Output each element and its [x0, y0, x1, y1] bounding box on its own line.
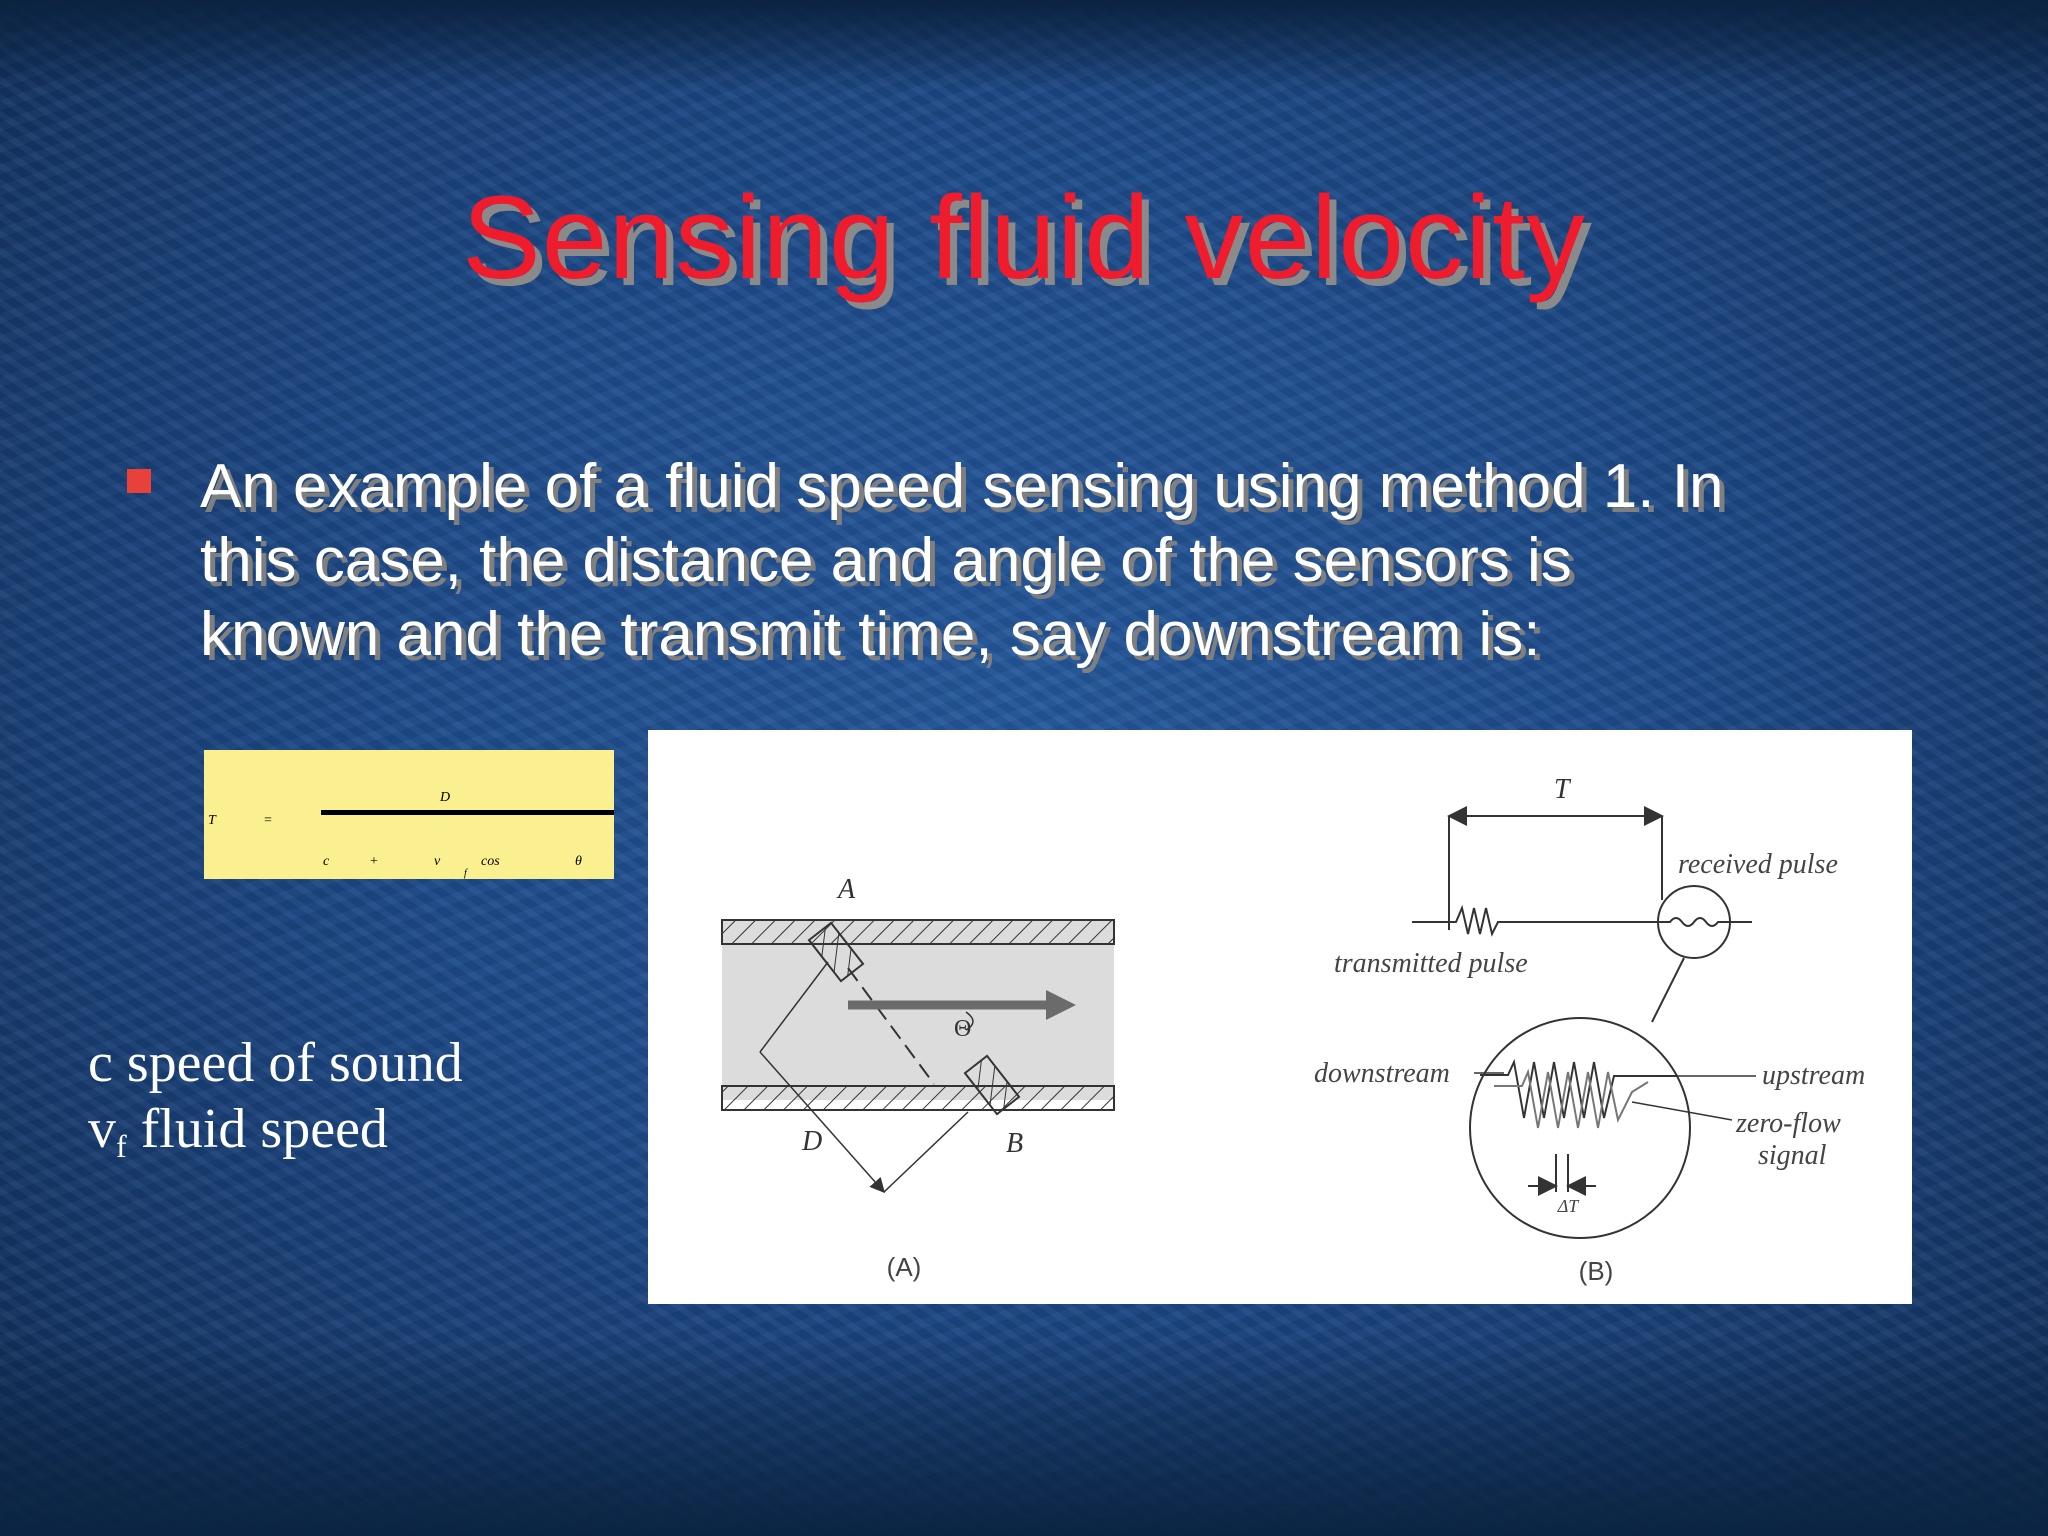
legend-line-c: c speed of sound — [88, 1032, 463, 1094]
transducer-a — [807, 921, 865, 983]
angle-arc — [965, 1011, 974, 1031]
label-downstream: downstream — [1314, 1058, 1450, 1089]
slide-title: Sensing fluid velocity — [462, 172, 1586, 304]
label-received: received pulse — [1678, 849, 1838, 880]
equation-equals: = — [264, 813, 272, 828]
dimension-d — [759, 1051, 885, 1194]
label-b: B — [1006, 1128, 1023, 1159]
equation-den-plus: + — [370, 854, 378, 869]
legend-sub: f — [116, 1128, 127, 1164]
label-a: A — [836, 874, 856, 905]
label-signal: signal — [1758, 1140, 1827, 1171]
equation-den-v: v — [434, 854, 441, 869]
label-upstream: upstream — [1762, 1060, 1865, 1091]
label-t: T — [1554, 774, 1572, 805]
received-pulse — [1656, 917, 1752, 927]
legend-line-vf: vf fluid speed — [88, 1096, 463, 1179]
label-transmitted: transmitted pulse — [1334, 948, 1528, 979]
bullet-marker — [127, 469, 151, 493]
fraction-bar — [321, 810, 614, 815]
panel-a-pipe — [721, 919, 1115, 1194]
label-d: D — [801, 1126, 822, 1157]
dimension-ext-1 — [759, 961, 829, 1053]
equation-lhs: T — [208, 813, 216, 828]
equation-den-sub: f — [464, 868, 467, 879]
variable-legend: c speed of sound vf fluid speed — [88, 1030, 463, 1179]
label-theta: Θ — [954, 1016, 971, 1042]
equation-den-c: c — [323, 854, 330, 869]
bullet-paragraph: An example of a fluid speed sensing usin… — [200, 450, 1960, 672]
legend-text: fluid speed — [126, 1098, 388, 1160]
legend-var: v — [88, 1098, 116, 1160]
bullet-line-1: An example of a fluid speed sensing usin… — [200, 452, 1724, 521]
label-delta-t: ΔT — [1557, 1196, 1581, 1216]
bullet-line-2: this case, the distance and angle of the… — [200, 526, 1572, 595]
equation-den-cos: cos — [481, 854, 500, 869]
zero-flow-leader — [1631, 1101, 1733, 1121]
label-zero-flow: zero-flow — [1735, 1108, 1841, 1139]
equation-numerator: D — [440, 790, 451, 805]
sound-path — [847, 967, 935, 1085]
pipe-wall-top — [721, 919, 1115, 945]
zoom-circle — [1469, 1017, 1691, 1239]
equation-den-theta: θ — [575, 854, 582, 869]
transmitted-pulse — [1412, 904, 1656, 937]
dimension-ext-2 — [883, 1111, 969, 1193]
pipe-wall-bottom — [721, 1085, 1115, 1111]
top-shade — [0, 0, 2048, 90]
equation-box: T = D c + v f cos θ — [204, 750, 614, 879]
upstream-wave — [1494, 1068, 1649, 1129]
flowmeter-diagram: A B D Θ (A) T received pulse t — [721, 774, 1865, 1286]
transducer-b — [963, 1054, 1021, 1116]
zoom-connector — [1651, 957, 1685, 1023]
bottom-shade — [0, 1336, 2048, 1536]
panel-b-signals — [1412, 806, 1756, 1239]
caption-a: (A) — [887, 1252, 922, 1282]
bullet-line-3: known and the transmit time, say downstr… — [200, 600, 1541, 669]
downstream-wave — [1480, 1058, 1678, 1119]
flow-arrow-head — [1046, 990, 1076, 1020]
caption-b: (B) — [1579, 1256, 1614, 1286]
flowmeter-figure: A B D Θ (A) T received pulse t — [648, 730, 1912, 1304]
